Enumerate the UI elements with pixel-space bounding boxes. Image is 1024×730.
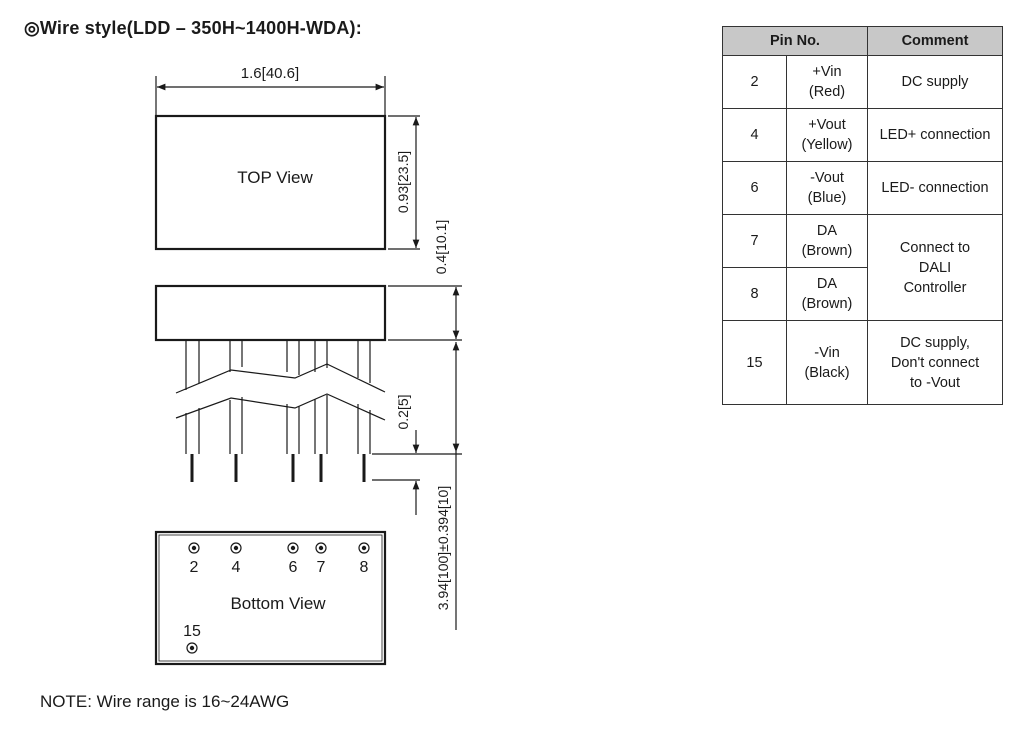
pin-table: Pin No. Comment 2 +Vin (Red) DC supply 4… [722, 26, 1003, 405]
break-line-lower [175, 393, 386, 421]
pin-comment: Connect to DALI Controller [867, 214, 1003, 321]
header-comment: Comment [867, 26, 1003, 56]
wire-range-note: NOTE: Wire range is 16~24AWG [40, 692, 290, 711]
pin-number: 4 [722, 108, 787, 162]
height-dimension-label: 0.93[23.5] [395, 151, 411, 213]
wire-color: +Vin (Red) [786, 55, 868, 109]
wire-color: DA (Brown) [786, 267, 868, 321]
pin-number: 2 [722, 55, 787, 109]
bottom-view-label: Bottom View [230, 594, 326, 613]
pin-label-6: 6 [289, 559, 298, 576]
width-dimension-label: 1.6[40.6] [241, 65, 299, 82]
pin-markers [186, 542, 370, 654]
pin-label-4: 4 [232, 559, 241, 576]
pin-label-8: 8 [360, 559, 369, 576]
pin-number: 7 [722, 214, 787, 268]
wire-dimension-label: 3.94[100]±0.394[10] [435, 486, 451, 610]
pin-label-15: 15 [183, 623, 201, 640]
top-view-label: TOP View [237, 168, 313, 187]
page-title: ◎Wire style(LDD – 350H~1400H-WDA): [24, 18, 362, 38]
table-row: 8 DA (Brown) [722, 267, 1003, 321]
header-pin-no: Pin No. [722, 26, 868, 56]
top-view-body [154, 114, 387, 251]
side-view-body [154, 284, 387, 342]
pin-comment: DC supply [867, 55, 1003, 109]
pin-comment: LED- connection [867, 161, 1003, 215]
pin-number: 8 [722, 267, 787, 321]
wire-color: -Vin (Black) [786, 320, 868, 405]
table-row: 6 -Vout (Blue) LED- connection [722, 161, 1003, 215]
pin-comment: DC supply, Don't connect to -Vout [867, 320, 1003, 405]
wire-tips [190, 454, 366, 482]
table-row: 15 -Vin (Black) DC supply, Don't connect… [722, 320, 1003, 405]
break-line-upper [175, 363, 386, 394]
wires-upper [185, 340, 371, 390]
bottom-view-body [154, 530, 387, 666]
body-dimension-label: 0.4[10.1] [433, 220, 449, 275]
wire-color: DA (Brown) [786, 214, 868, 268]
wires-lower [185, 395, 371, 454]
pin-number: 6 [722, 161, 787, 215]
pin-label-7: 7 [317, 559, 326, 576]
table-row: 7 DA (Brown) Connect to DALI Controller [722, 214, 1003, 321]
table-row: 4 +Vout (Yellow) LED+ connection [722, 108, 1003, 162]
pin-comment: LED+ connection [867, 108, 1003, 162]
wire-color: -Vout (Blue) [786, 161, 868, 215]
wire-color: +Vout (Yellow) [786, 108, 868, 162]
pin-label-2: 2 [190, 559, 199, 576]
table-row: 2 +Vin (Red) DC supply [722, 55, 1003, 109]
bottom-view-inner [158, 534, 383, 662]
table-header-row: Pin No. Comment [722, 26, 1003, 56]
lead-dimension-label: 0.2[5] [395, 394, 411, 429]
pin-number: 15 [722, 320, 787, 405]
